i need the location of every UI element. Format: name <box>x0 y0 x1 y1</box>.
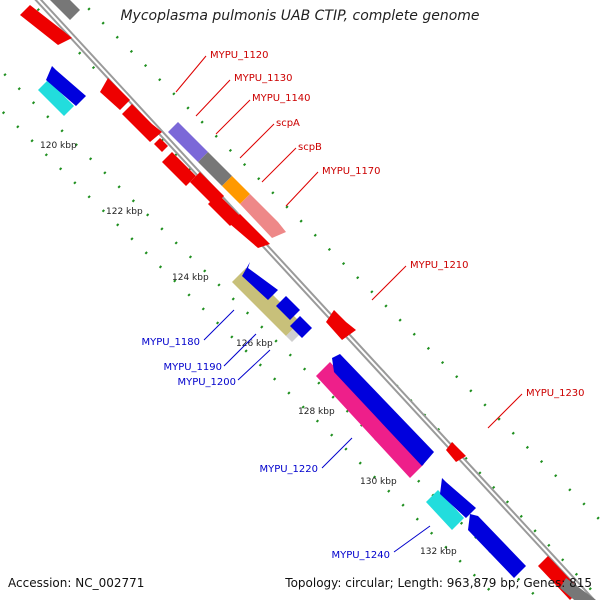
gene-label[interactable]: scpA <box>276 118 300 129</box>
forward-labels: MYPU_1120 MYPU_1130 MYPU_1140 scpA scpB … <box>210 50 585 399</box>
gene-label[interactable]: MYPU_1230 <box>526 388 585 399</box>
gene-label[interactable]: MYPU_1210 <box>410 260 469 271</box>
gene-mypu-1140[interactable] <box>168 122 208 162</box>
forward-genes <box>20 0 596 600</box>
gene-mypu-1230[interactable] <box>446 442 466 462</box>
gene-label[interactable]: MYPU_1170 <box>322 166 381 177</box>
gene-mypu-1180[interactable] <box>232 268 300 336</box>
gene-label[interactable]: MYPU_1240 <box>331 550 390 561</box>
gene-top-red[interactable] <box>20 5 72 45</box>
tick-label: 124 kbp <box>172 273 209 283</box>
gene-blue-bottom-2[interactable] <box>468 514 526 578</box>
gene-mypu-1240[interactable] <box>426 490 464 530</box>
gene-label[interactable]: MYPU_1220 <box>259 464 318 475</box>
tick-label: 120 kbp <box>40 141 77 151</box>
gene-red-b[interactable] <box>162 152 196 186</box>
gene-label[interactable]: MYPU_1200 <box>177 377 236 388</box>
gene-mypu-1130[interactable] <box>122 104 162 142</box>
gene-blue-3[interactable] <box>290 316 312 338</box>
gene-label[interactable]: MYPU_1120 <box>210 50 269 61</box>
gene-label[interactable]: MYPU_1190 <box>163 362 222 373</box>
gene-blue-2[interactable] <box>276 296 300 320</box>
gene-mypu-1210[interactable] <box>326 310 356 340</box>
gene-mypu-1170[interactable] <box>240 194 286 238</box>
gene-mypu-1120[interactable] <box>100 78 130 110</box>
gene-cyan-top[interactable] <box>38 80 74 116</box>
gene-label[interactable]: MYPU_1130 <box>234 73 293 84</box>
gene-scpb[interactable] <box>222 176 250 204</box>
gene-bottom-grey[interactable] <box>560 578 596 600</box>
gene-mypu-1220[interactable] <box>316 362 424 478</box>
gene-red-a[interactable] <box>154 138 168 152</box>
guide-inner-2 <box>78 0 600 522</box>
inner-red-genes <box>154 138 270 248</box>
gene-label[interactable]: MYPU_1140 <box>252 93 311 104</box>
gene-label[interactable]: scpB <box>298 142 322 153</box>
gene-blue-top[interactable] <box>46 66 86 106</box>
genome-backbone <box>34 0 596 600</box>
gene-scpa[interactable] <box>198 152 232 186</box>
forward-leaders <box>175 55 523 429</box>
tick-label: 122 kbp <box>106 207 143 217</box>
gene-red-e[interactable] <box>230 214 270 248</box>
gene-blue-bottom-1[interactable] <box>440 478 476 518</box>
gene-blue-long[interactable] <box>332 354 434 466</box>
reverse-genes <box>38 66 526 578</box>
gene-red-d[interactable] <box>208 194 240 226</box>
map-title: Mycoplasma pulmonis UAB CTIP, complete g… <box>120 8 480 24</box>
gene-label[interactable]: MYPU_1180 <box>141 337 200 348</box>
tick-label: 126 kbp <box>236 339 273 349</box>
gene-top-grey[interactable] <box>50 0 80 20</box>
gene-blue-1[interactable] <box>242 262 278 300</box>
topology-text: Topology: circular; Length: 963,879 bp; … <box>285 576 592 590</box>
tick-labels: 120 kbp 122 kbp 124 kbp 126 kbp 128 kbp … <box>40 141 457 557</box>
reverse-labels: MYPU_1180 MYPU_1190 MYPU_1200 MYPU_1220 … <box>141 337 390 561</box>
guide-inner-1 <box>0 107 502 600</box>
accession-text: Accession: NC_002771 <box>8 576 145 590</box>
reverse-leaders <box>203 309 431 553</box>
tick-label: 132 kbp <box>420 547 457 557</box>
tick-label: 130 kbp <box>360 477 397 487</box>
tick-label: 128 kbp <box>298 407 335 417</box>
